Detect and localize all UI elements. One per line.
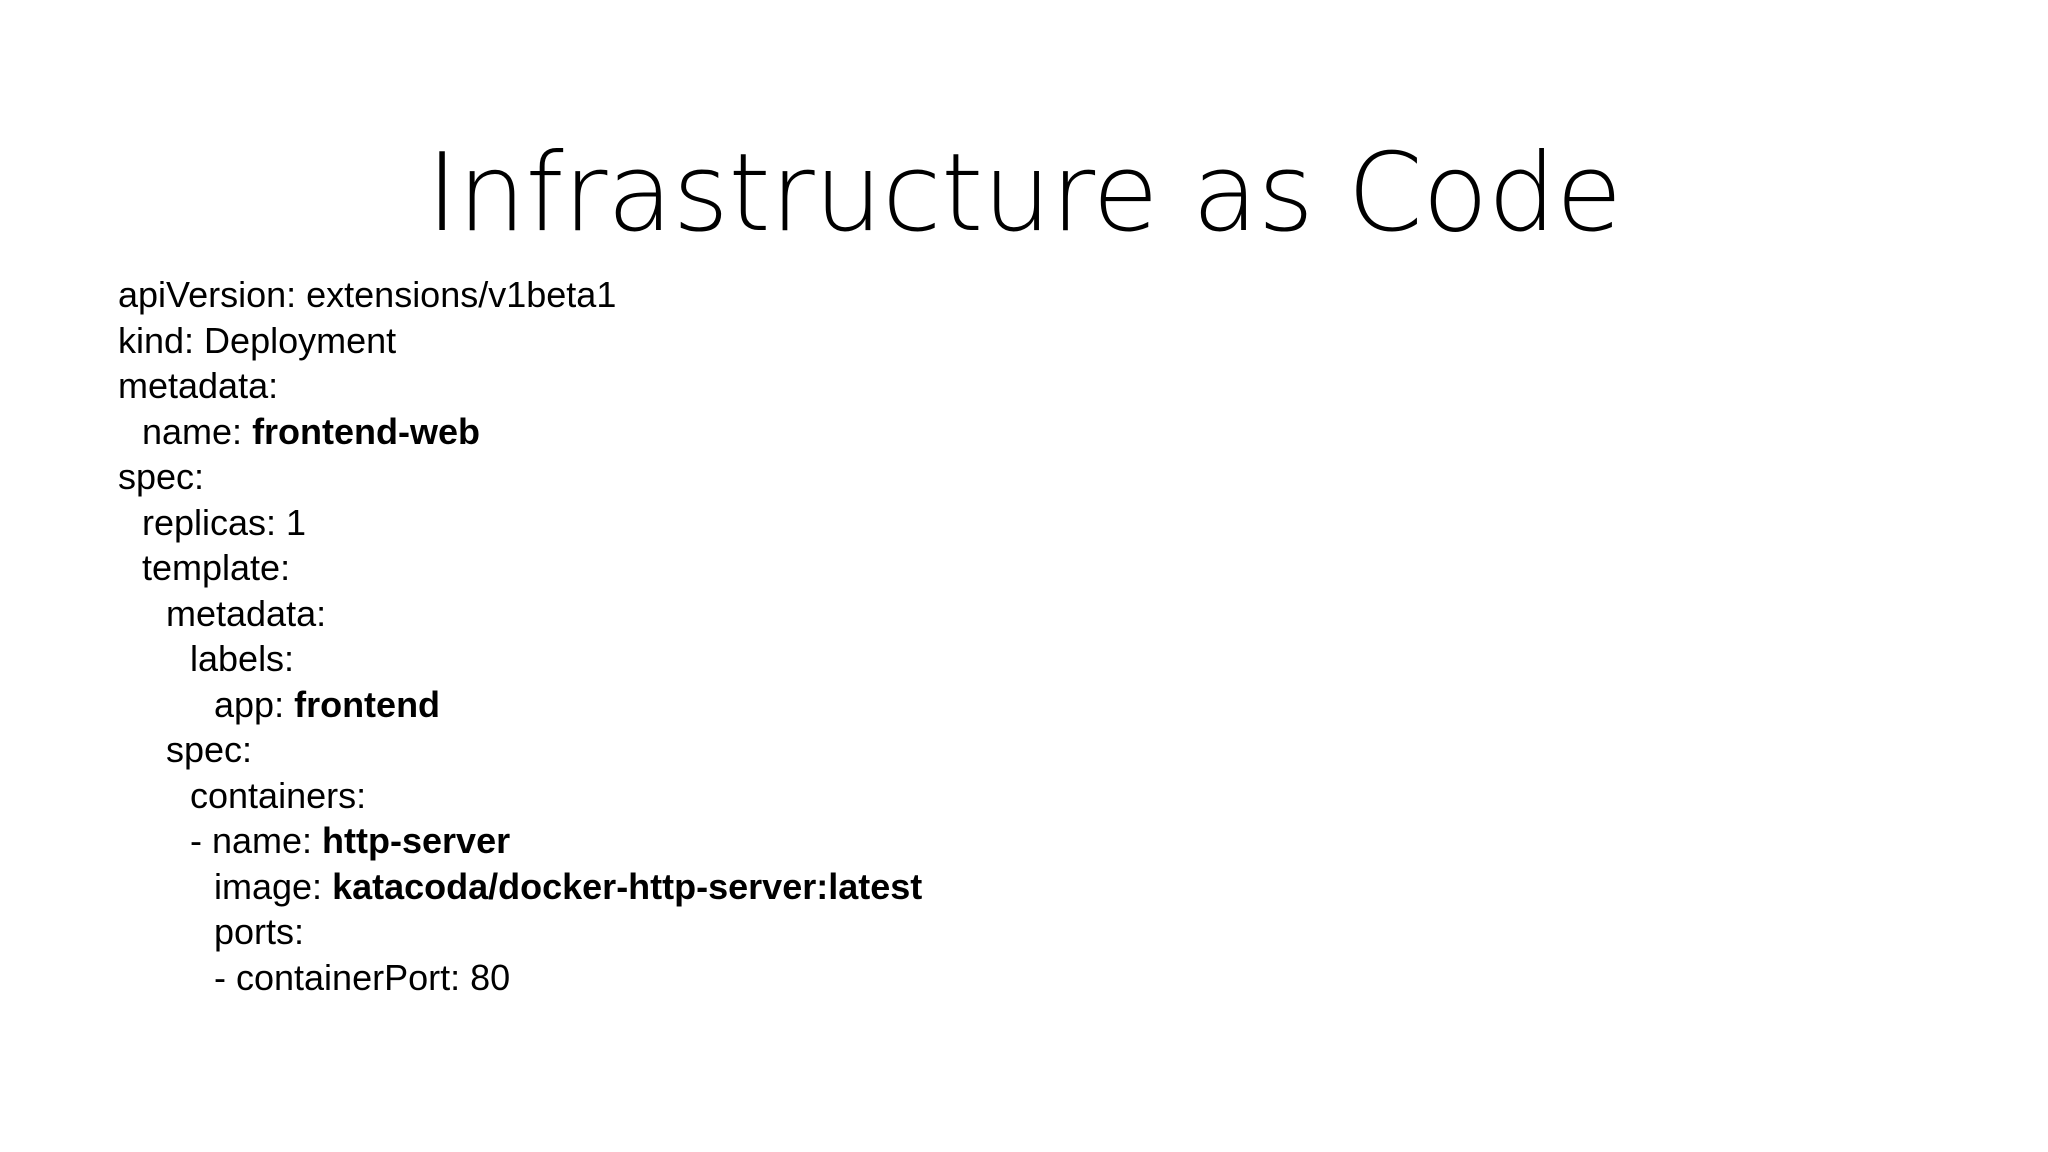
code-line: metadata:	[118, 591, 1418, 637]
code-line-text: template:	[142, 547, 291, 588]
code-line-text: - name:	[190, 820, 323, 861]
code-line-text: spec:	[166, 729, 253, 770]
code-line: replicas: 1	[118, 500, 1418, 546]
code-line: image: katacoda/docker-http-server:lates…	[118, 864, 1418, 910]
code-line: spec:	[118, 454, 1418, 500]
code-line: spec:	[118, 727, 1418, 773]
code-line-text: name:	[142, 410, 253, 452]
code-line: - containerPort: 80	[118, 955, 1418, 1001]
code-line-text: containers:	[190, 774, 367, 816]
code-line-text: - containerPort: 80	[214, 956, 511, 998]
code-line: containers:	[118, 773, 1418, 819]
code-line-text: apiVersion: extensions/v1beta1	[118, 274, 617, 315]
code-line: app: frontend	[118, 682, 1418, 728]
code-line: name: frontend-web	[118, 409, 1418, 455]
code-line: ports:	[118, 909, 1418, 955]
code-line-text: ports:	[214, 911, 305, 952]
code-line-value: frontend-web	[252, 410, 481, 452]
code-line: template:	[118, 545, 1418, 591]
code-line-text: kind: Deployment	[118, 319, 397, 361]
code-line: - name: http-server	[118, 818, 1418, 864]
code-line-text: metadata:	[166, 592, 327, 634]
code-line-text: spec:	[118, 456, 205, 497]
code-line-text: replicas: 1	[142, 501, 307, 543]
code-line-value: http-server	[322, 820, 511, 861]
code-line-text: app:	[214, 683, 295, 725]
code-line-text: image:	[214, 865, 333, 907]
code-line: labels:	[118, 636, 1418, 682]
code-line-value: katacoda/docker-http-server:latest	[332, 865, 923, 907]
code-line-text: metadata:	[118, 365, 279, 406]
page-title: Infrastructure as Code	[426, 131, 1622, 257]
code-line-text: labels:	[190, 638, 295, 679]
code-line: kind: Deployment	[118, 318, 1418, 364]
code-line-value: frontend	[294, 683, 441, 725]
code-line: metadata:	[118, 363, 1418, 409]
code-line: apiVersion: extensions/v1beta1	[118, 272, 1418, 318]
